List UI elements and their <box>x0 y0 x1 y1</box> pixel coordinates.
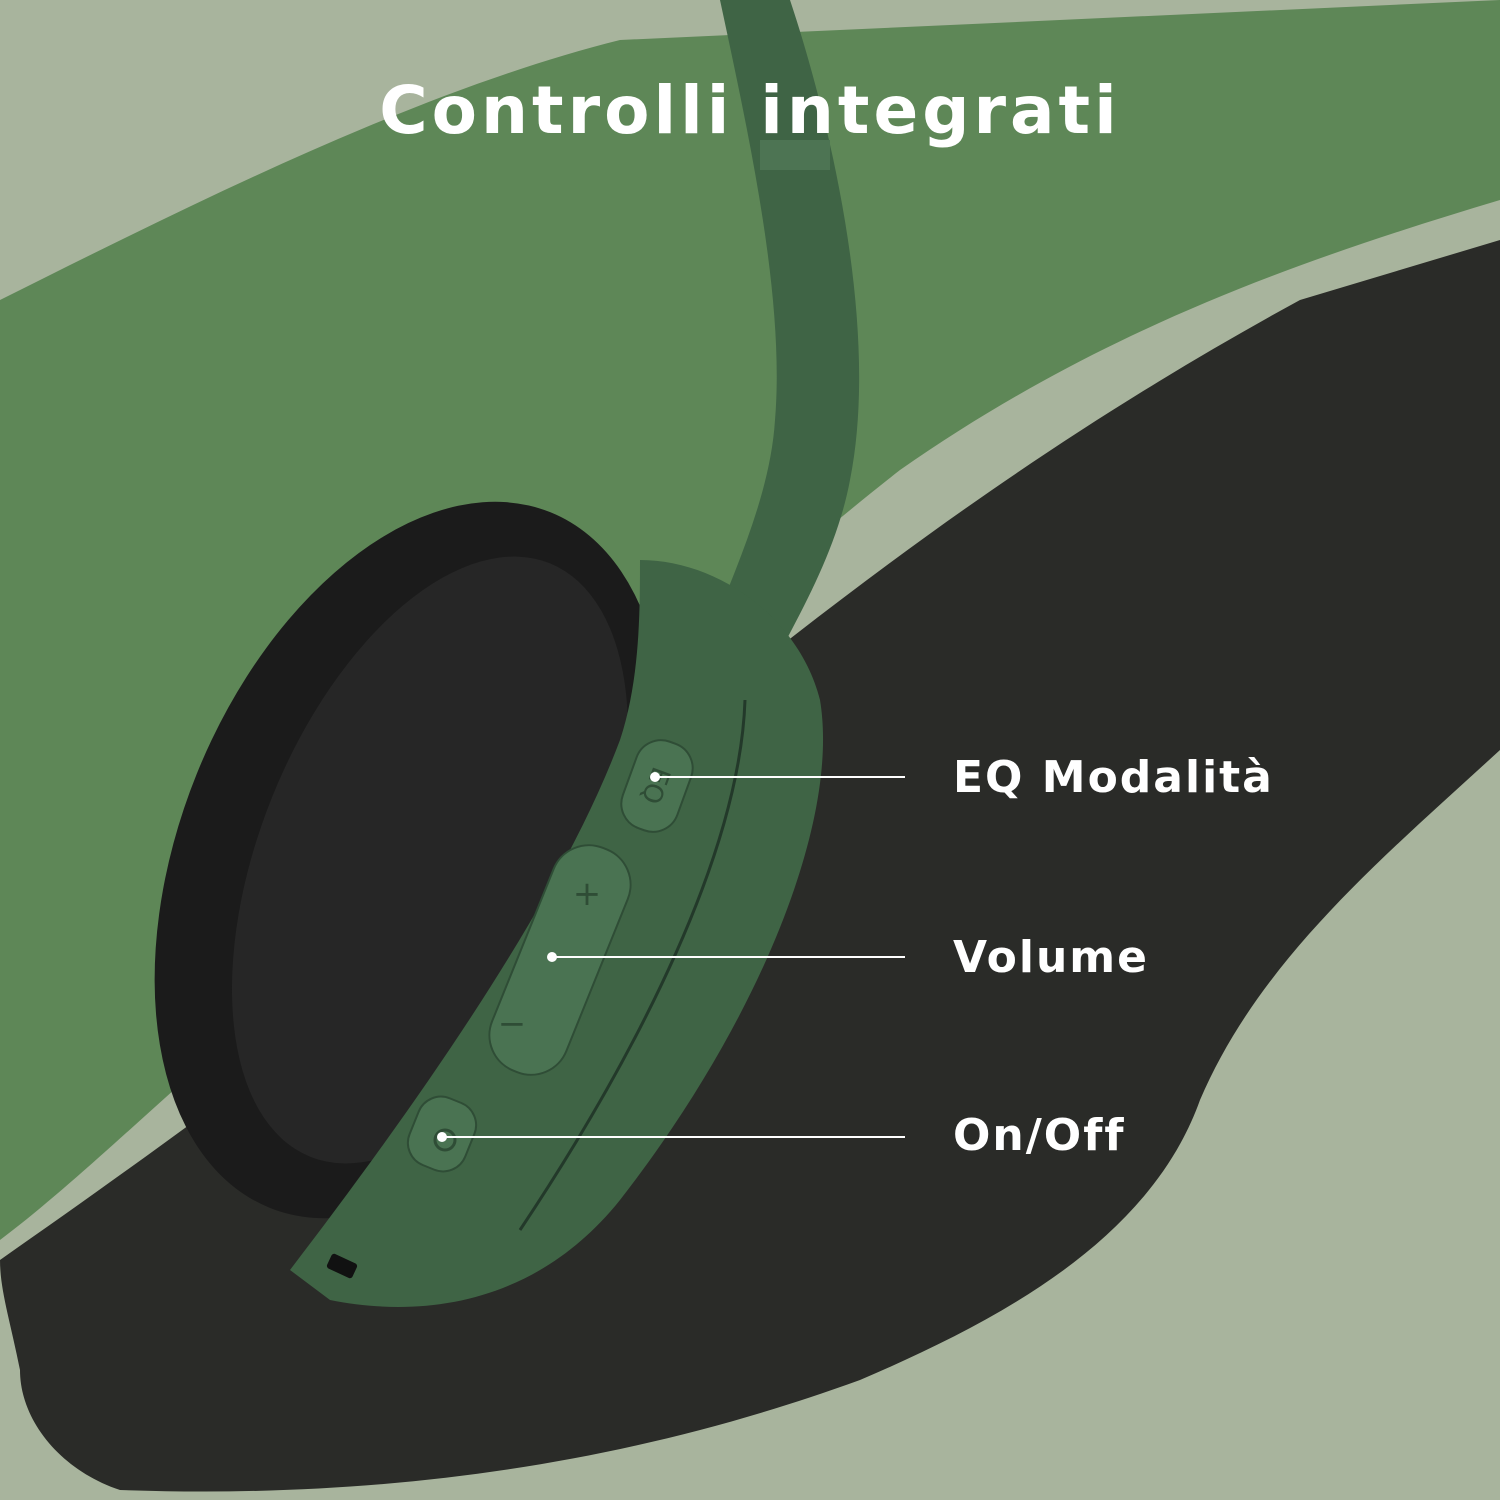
eq-button[interactable]: EQ <box>614 733 700 839</box>
green-paint-stroke <box>0 0 1500 1240</box>
volume-minus-glyph: − <box>498 1004 527 1044</box>
page-title: Controlli integrati <box>379 72 1121 149</box>
callout-label-volume: Volume <box>953 932 1149 983</box>
headband <box>700 0 860 690</box>
callout-line-eq <box>650 772 905 782</box>
headband-slider <box>760 140 830 170</box>
charging-port <box>326 1253 358 1279</box>
power-icon <box>433 1128 457 1152</box>
callout-line-volume <box>547 952 905 962</box>
callout-line-power <box>437 1132 905 1142</box>
earcup-edge <box>518 699 747 1231</box>
volume-rocker[interactable]: + − <box>478 834 642 1086</box>
volume-plus-glyph: + <box>573 874 602 914</box>
callout-label-power: On/Off <box>953 1110 1126 1161</box>
callout-label-eq: EQ Modalità <box>953 752 1274 803</box>
